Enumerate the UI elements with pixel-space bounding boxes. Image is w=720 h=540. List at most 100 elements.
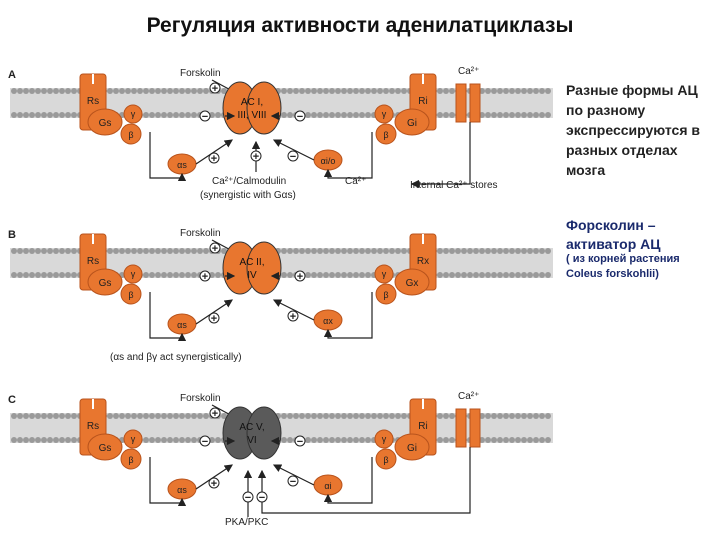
lipid-head [491, 88, 497, 94]
lipid-head [503, 437, 509, 443]
alpha-right-subunit-label: αx [323, 316, 333, 326]
alpha-left-subunit-label: αs [177, 320, 187, 330]
lipid-head [29, 413, 35, 419]
lipid-head [347, 437, 353, 443]
lipid-head [371, 88, 377, 94]
lipid-head [455, 272, 461, 278]
alpha-right-sign: + [287, 310, 299, 323]
lipid-head [299, 248, 305, 254]
lipid-head [473, 248, 479, 254]
lipid-head [23, 88, 29, 94]
alpha-left-plus-sign-circle [208, 152, 220, 164]
lipid-head [311, 272, 317, 278]
lipid-head [59, 112, 65, 118]
forskolin-plus-sign-symbol: + [212, 243, 218, 255]
lipid-head [305, 413, 311, 419]
lipid-head [47, 248, 53, 254]
calcium-channel [455, 408, 481, 448]
lipid-head [359, 248, 365, 254]
lipid-head [365, 88, 371, 94]
lipid-head [335, 248, 341, 254]
lipid-head [29, 437, 35, 443]
lipid-head [335, 88, 341, 94]
forskolin-plus-sign: + [209, 242, 221, 255]
alpha-right-subunit: αi [313, 474, 343, 496]
lipid-head [515, 248, 521, 254]
lipid-head [281, 248, 287, 254]
gs-protein-alpha [87, 433, 123, 461]
forskolin-plus-sign-circle [209, 82, 221, 94]
forskolin-plus-sign-circle [209, 242, 221, 254]
lipid-head [11, 88, 17, 94]
lipid-head [71, 272, 77, 278]
lipid-head [455, 248, 461, 254]
expression-note: Разные формы АЦ по разному экспрессируют… [566, 82, 701, 178]
gi-protein-label: Gi [407, 443, 417, 454]
lipid-head [527, 88, 533, 94]
lipid-head [149, 437, 155, 443]
lipid-head [353, 272, 359, 278]
lipid-head [41, 437, 47, 443]
lipid-head [65, 272, 71, 278]
gs-to-alpha-line [149, 292, 187, 342]
forskolin-label: Forskolin [180, 68, 221, 79]
gs-protein-gamma [123, 264, 143, 284]
alpha-left-subunit-label: αs [177, 160, 187, 170]
rx-receptor-label: Rx [417, 256, 429, 267]
forskolin-note: Форсколин – активатор АЦ [566, 217, 661, 252]
lipid-head [161, 112, 167, 118]
lipid-head [41, 413, 47, 419]
lipid-head [23, 272, 29, 278]
gs-protein-beta [120, 448, 142, 470]
lipid-head [383, 248, 389, 254]
lipid-head [11, 112, 17, 118]
lipid-head [53, 88, 59, 94]
lipid-head [509, 413, 515, 419]
lipid-head [311, 88, 317, 94]
lipid-head [539, 88, 545, 94]
lipid-head [173, 437, 179, 443]
lipid-head [191, 272, 197, 278]
lipid-head [329, 413, 335, 419]
lipid-head [311, 248, 317, 254]
lipid-head [329, 248, 335, 254]
lipid-head [341, 413, 347, 419]
alpha-right-subunit: αi/o [313, 149, 343, 171]
lipid-head [281, 437, 287, 443]
alpha-left-plus-sign-symbol: + [211, 153, 217, 165]
lipid-head [173, 272, 179, 278]
lipid-head [143, 413, 149, 419]
adenylyl-cyclase-label-line2: VI [247, 435, 256, 446]
adenylyl-cyclase: AC V,VI [222, 406, 282, 460]
alpha-left-plus-sign-circle [208, 312, 220, 324]
adenylyl-cyclase: AC II,IV [222, 241, 282, 295]
lipid-head [317, 112, 323, 118]
lipid-head [365, 248, 371, 254]
lipid-head [485, 88, 491, 94]
gx-protein-label: Gx [406, 278, 419, 289]
lipid-head [317, 88, 323, 94]
lipid-head [41, 248, 47, 254]
alpha-left-plus-sign-circle [208, 477, 220, 489]
lipid-head [11, 437, 17, 443]
forskolin-plus-sign: + [209, 407, 221, 420]
lipid-head [305, 112, 311, 118]
lipid-head [539, 112, 545, 118]
gamma-left-sign-symbol: − [202, 111, 208, 123]
lipid-head [287, 437, 293, 443]
lipid-head [377, 413, 383, 419]
gs-protein-alpha [87, 108, 123, 136]
gs-protein-beta-label: β [128, 455, 133, 465]
lipid-head [545, 112, 551, 118]
lipid-head [515, 272, 521, 278]
lipid-head [515, 112, 521, 118]
gi-to-alpha-line [323, 457, 373, 504]
lipid-head [467, 248, 473, 254]
lipid-head [119, 248, 125, 254]
lipid-head [23, 437, 29, 443]
lipid-head [473, 272, 479, 278]
